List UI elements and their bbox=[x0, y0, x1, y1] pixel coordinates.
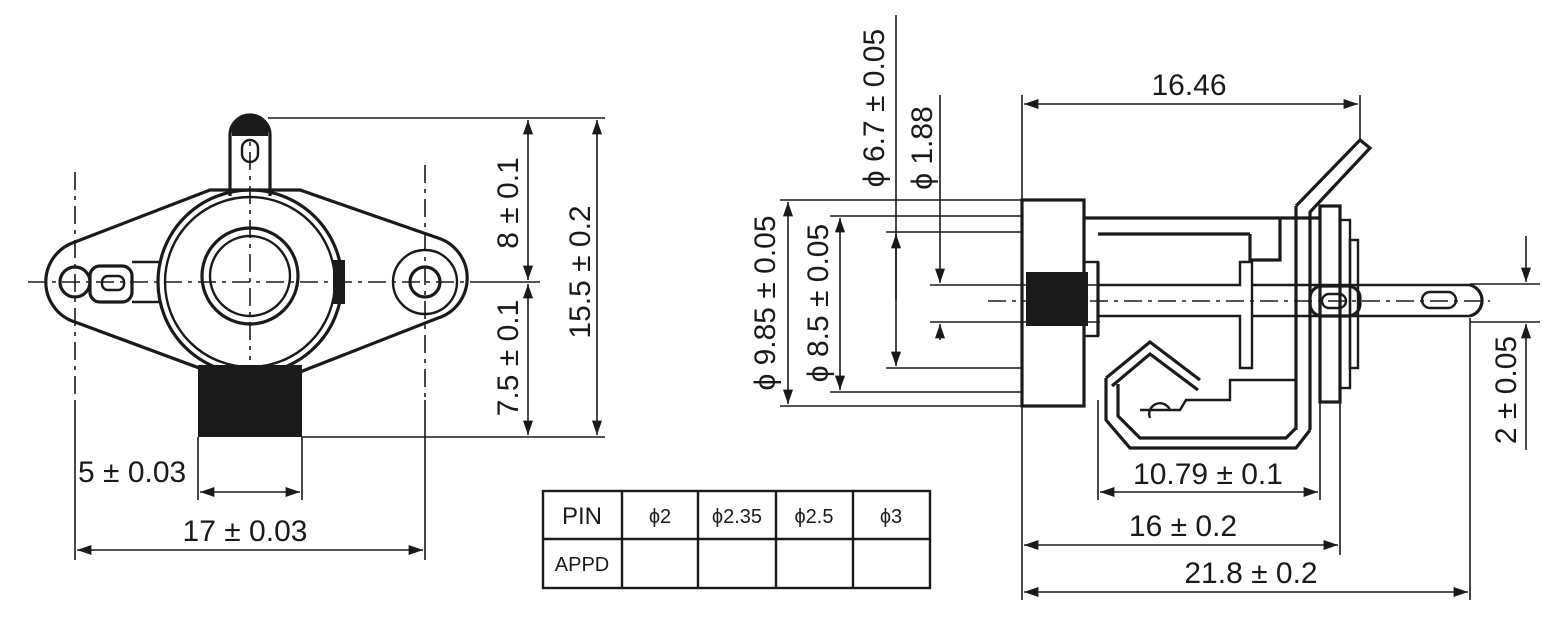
label-slot-width: 5 ± 0.03 bbox=[78, 456, 186, 489]
pin-size-3-cell: ϕ3 bbox=[880, 506, 902, 528]
center-pin bbox=[1098, 260, 1254, 370]
left-slot-inner bbox=[100, 274, 126, 292]
top-lug bbox=[228, 113, 272, 196]
label-total-width: 17 ± 0.03 bbox=[183, 515, 308, 548]
bore-outer bbox=[200, 226, 300, 326]
label-total-length: 21.8 ± 0.2 bbox=[1184, 557, 1317, 590]
angled-terminal bbox=[1294, 137, 1373, 430]
pin-size-2-35-cell: ϕ2.35 bbox=[712, 506, 762, 528]
thread-section bbox=[1026, 272, 1088, 326]
label-mid-dia: ϕ 8.5 ± 0.05 bbox=[802, 224, 835, 382]
label-height-lower: 7.5 ± 0.1 bbox=[492, 300, 525, 417]
label-top-length: 16.46 bbox=[1151, 69, 1226, 102]
label-body-length: 16 ± 0.2 bbox=[1129, 510, 1237, 543]
left-slot bbox=[88, 264, 134, 304]
front-view: 8 ± 0.1 7.5 ± 0.1 15.5 ± 0.2 5 ± 0.03 17… bbox=[28, 113, 605, 560]
appd-header-cell: APPD bbox=[555, 554, 609, 576]
pin-size-2-5-cell: ϕ2.5 bbox=[794, 506, 833, 528]
label-height-upper: 8 ± 0.1 bbox=[492, 157, 525, 249]
pin-size-2-cell: ϕ2 bbox=[649, 506, 671, 528]
spring-contact bbox=[1104, 339, 1201, 392]
label-height-total: 15.5 ± 0.2 bbox=[564, 205, 597, 338]
label-bore-dia: ϕ 6.7 ± 0.05 bbox=[858, 29, 891, 187]
bottom-barrel bbox=[198, 365, 302, 437]
side-view: ϕ 9.85 ± 0.05 ϕ 8.5 ± 0.05 ϕ 6.7 ± 0.05 … bbox=[749, 15, 1540, 600]
label-lug-height: 2 ± 0.05 bbox=[1490, 336, 1523, 444]
pin-table: PIN ϕ2 ϕ2.35 ϕ2.5 ϕ3 APPD bbox=[541, 489, 932, 590]
pin-header-cell: PIN bbox=[562, 503, 602, 530]
rear-lug-hole bbox=[1420, 290, 1458, 310]
label-outer-dia: ϕ 9.85 ± 0.05 bbox=[749, 215, 782, 390]
label-pin-dia: ϕ 1.88 bbox=[906, 106, 939, 190]
label-contact-length: 10.79 ± 0.1 bbox=[1133, 458, 1283, 491]
flange-outline bbox=[44, 188, 469, 374]
